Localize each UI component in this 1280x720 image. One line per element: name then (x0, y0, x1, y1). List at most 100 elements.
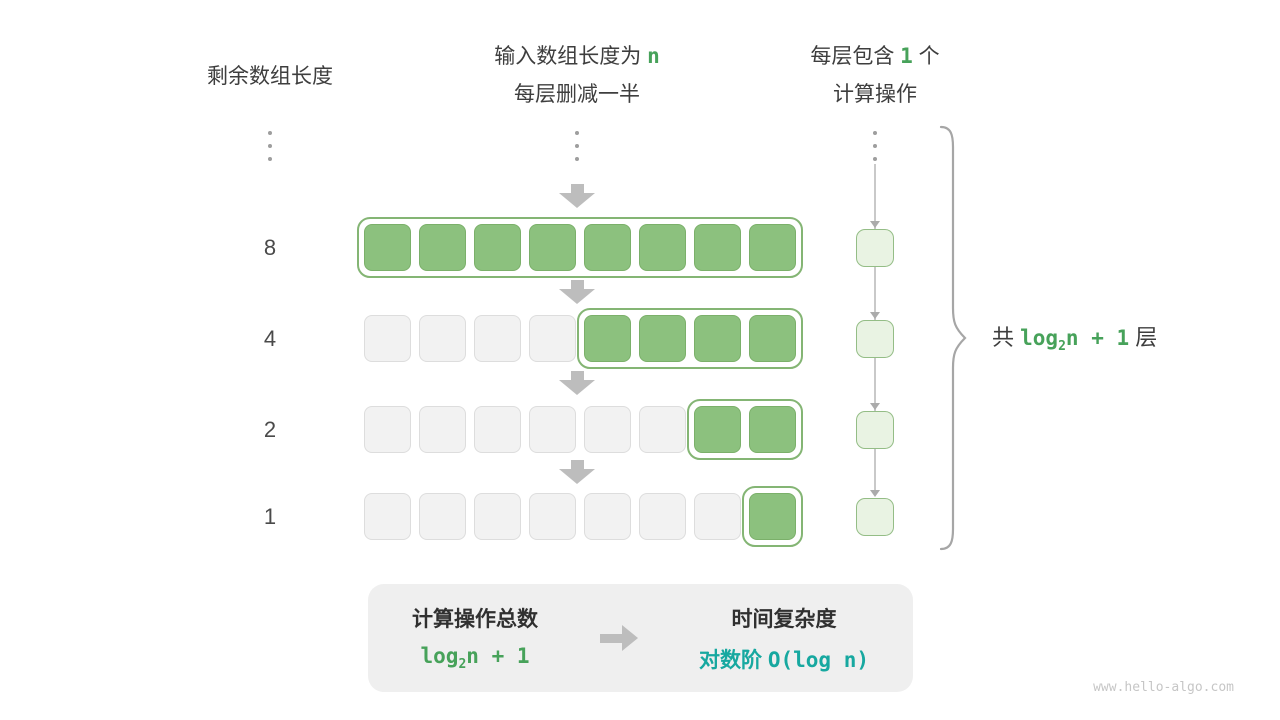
brace (939, 125, 967, 551)
summary-right-value-prefix: 对数阶 (699, 648, 768, 672)
array-cell-active (694, 315, 741, 362)
operation-cell (856, 228, 894, 267)
array-cell-inactive (474, 315, 521, 362)
array-row (364, 315, 796, 362)
watermark: www.hello-algo.com (1093, 680, 1234, 695)
array-cell-inactive (364, 406, 411, 453)
dot (873, 144, 877, 148)
ellipsis-right (873, 131, 877, 161)
dot (873, 131, 877, 135)
array-cell-inactive (474, 493, 521, 540)
arrow-head (559, 469, 595, 484)
array-cell-inactive (584, 493, 631, 540)
down-arrow (559, 460, 595, 484)
arrow-head (559, 289, 595, 304)
array-cell-inactive (529, 493, 576, 540)
code-1: 1 (900, 44, 913, 68)
connector-arrowhead (870, 312, 880, 319)
header-input-prefix: 输入数组长度为 (494, 45, 648, 68)
header-operations-line1: 每层包含 1 个 (775, 37, 975, 76)
brace-label-code: log2n + 1 (1020, 326, 1130, 355)
dot (268, 131, 272, 135)
arrow-stem (570, 460, 584, 469)
array-cell-active (639, 224, 686, 271)
array-cell-inactive (419, 406, 466, 453)
summary-right: 时间复杂度 对数阶 O(log n) (699, 603, 869, 674)
array-cell-inactive (529, 315, 576, 362)
summary-left: 计算操作总数 log2n + 1 (412, 603, 538, 672)
header-ops-suffix: 个 (912, 45, 940, 68)
arrow-stem (599, 633, 622, 643)
operation-cell (856, 319, 894, 358)
array-row (364, 224, 796, 271)
dot (268, 144, 272, 148)
connector-arrowhead (870, 403, 880, 410)
array-cell-inactive (694, 493, 741, 540)
down-arrow (559, 280, 595, 304)
down-arrow (559, 184, 595, 208)
header-ops-prefix: 每层包含 (810, 45, 901, 68)
code-n: n (647, 44, 660, 68)
header-remaining-array-length: 剩余数组长度 (207, 65, 333, 88)
arrow-stem (570, 280, 584, 289)
summary-right-title: 时间复杂度 (731, 607, 837, 631)
array-cell-active (749, 493, 796, 540)
array-cell-active (749, 224, 796, 271)
array-cell-inactive (584, 406, 631, 453)
summary-right-value: 对数阶 O(log n) (699, 644, 869, 674)
header-input-array-line2: 每层删减一半 (514, 83, 640, 106)
row-label: 1 (263, 504, 277, 529)
summary-box: 计算操作总数 log2n + 1 时间复杂度 对数阶 O(log n) (368, 584, 913, 692)
array-cell-active (474, 224, 521, 271)
arrow-stem (570, 184, 584, 193)
row-label: 8 (263, 235, 277, 260)
array-cell-active (694, 406, 741, 453)
array-cell-inactive (419, 493, 466, 540)
connector-arrowhead (870, 221, 880, 228)
array-cell-active (639, 315, 686, 362)
row-label: 4 (263, 326, 277, 351)
dot (575, 157, 579, 161)
dot (575, 144, 579, 148)
operation-cell (856, 410, 894, 449)
array-row (364, 406, 796, 453)
dot (575, 131, 579, 135)
array-cell-active (749, 406, 796, 453)
down-arrow (559, 371, 595, 395)
array-cell-active (584, 224, 631, 271)
array-cell-active (749, 315, 796, 362)
ellipsis-middle (575, 131, 579, 161)
array-cell-inactive (364, 315, 411, 362)
array-cell-active (364, 224, 411, 271)
summary-right-value-code: O(log n) (767, 647, 869, 672)
arrow-stem (570, 371, 584, 380)
arrow-head (621, 625, 638, 651)
arrow-head (559, 193, 595, 208)
dot (268, 157, 272, 161)
right-arrow (599, 625, 638, 651)
dot (873, 157, 877, 161)
connector-arrowhead (870, 490, 880, 497)
arrow-head (559, 380, 595, 395)
array-cell-inactive (639, 406, 686, 453)
array-cell-inactive (419, 315, 466, 362)
array-cell-active (419, 224, 466, 271)
summary-left-title: 计算操作总数 (412, 608, 538, 632)
brace-label: 共 log2n + 1 层 (992, 320, 1157, 354)
header-operations-line2: 计算操作 (833, 83, 917, 106)
array-cell-inactive (474, 406, 521, 453)
array-cell-active (694, 224, 741, 271)
header-input-array-line1: 输入数组长度为 n (437, 37, 717, 76)
array-cell-inactive (639, 493, 686, 540)
array-cell-active (529, 224, 576, 271)
ellipsis-left (268, 131, 272, 161)
array-cell-inactive (529, 406, 576, 453)
row-label: 2 (263, 417, 277, 442)
array-cell-inactive (364, 493, 411, 540)
brace-label-suffix: 层 (1129, 325, 1158, 350)
operation-cell (856, 497, 894, 536)
header-input-array: 输入数组长度为 n 每层删减一半 (437, 37, 717, 114)
array-row (364, 493, 796, 540)
brace-label-prefix: 共 (992, 325, 1021, 350)
